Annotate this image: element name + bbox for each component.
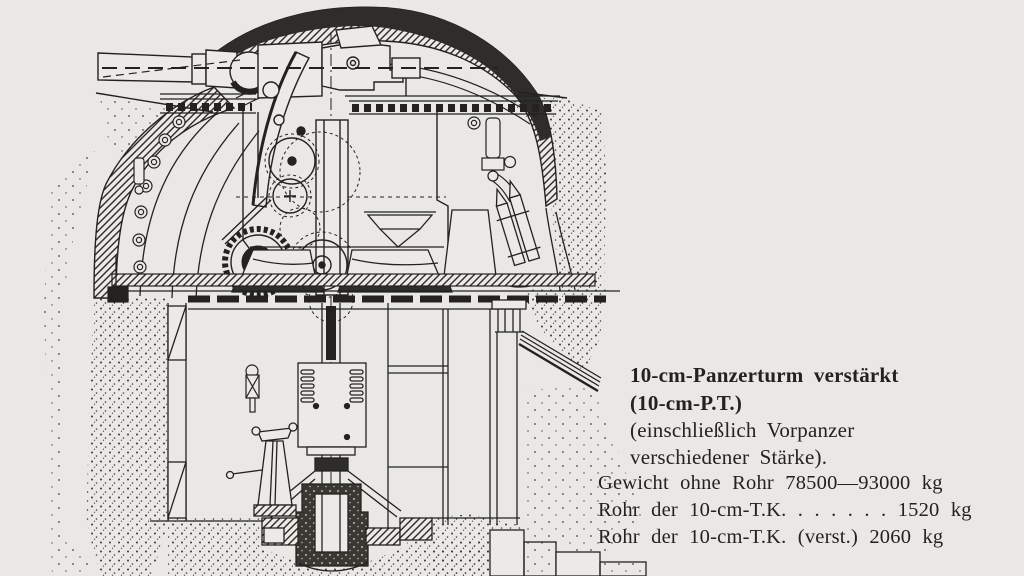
armor-dome-dark-layer bbox=[219, 7, 551, 142]
spring-housing bbox=[297, 362, 367, 456]
spec-weight-without-barrel: Gewicht ohne Rohr 78500—93000 kg bbox=[598, 472, 943, 494]
caption-designation: (10-cm-P.T.) bbox=[630, 391, 743, 415]
floor-structure bbox=[107, 273, 620, 310]
armor-bolts bbox=[132, 115, 517, 274]
plumb-tool bbox=[245, 364, 260, 413]
ring-girder bbox=[160, 93, 560, 115]
chute bbox=[518, 330, 602, 393]
lower-room bbox=[150, 299, 602, 530]
ground-line-right bbox=[517, 91, 568, 99]
stairs bbox=[489, 529, 647, 576]
caption-title: 10-cm-Panzerturm verstärkt bbox=[630, 363, 899, 387]
ammunition-shells bbox=[495, 179, 541, 267]
screw-jack bbox=[225, 422, 298, 517]
caption-note-line2: verschiedener Stärke). bbox=[630, 445, 828, 469]
spec-barrel-weight: Rohr der 10-cm-T.K. . . . . . . 1520 kg bbox=[598, 499, 972, 521]
spec-barrel-weight-reinforced: Rohr der 10-cm-T.K. (verst.) 2060 kg bbox=[598, 526, 944, 548]
caption-note-line1: (einschließlich Vorpanzer bbox=[630, 418, 855, 442]
pivot-column bbox=[261, 303, 433, 572]
elevation-axis-dashed bbox=[102, 59, 241, 78]
